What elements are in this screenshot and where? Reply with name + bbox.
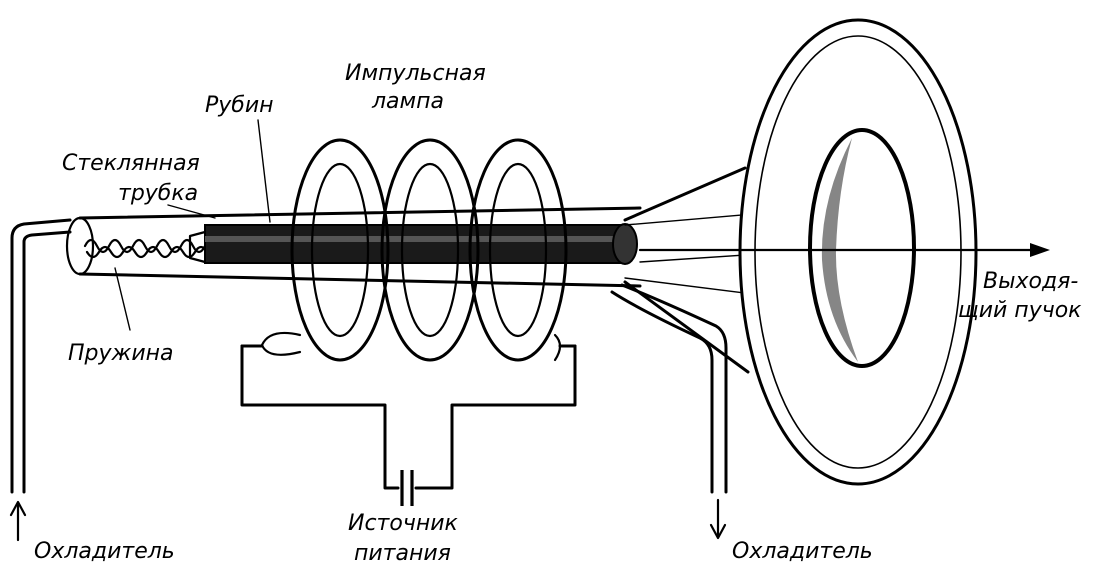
flash-lamp-coil-1 <box>290 138 390 362</box>
label-output-beam-line2: щий пучок <box>958 298 1082 323</box>
output-beam-arrow <box>638 243 1050 257</box>
left-coolant-pipe <box>9 218 72 542</box>
right-coolant-pipe <box>610 283 728 540</box>
label-ruby: Рубин <box>205 93 274 118</box>
lamp-base <box>240 344 577 506</box>
label-flash-lamp-line1: Импульсная <box>345 61 486 86</box>
flash-lamp-coil-2 <box>380 138 480 362</box>
label-spring: Пружина <box>68 341 174 366</box>
output-mirror-disc <box>738 18 978 486</box>
ruby-rod <box>188 223 638 265</box>
label-power-source-line2: питания <box>354 541 451 566</box>
leader-lines <box>114 119 271 331</box>
flash-lamp-coil-3 <box>468 138 568 362</box>
label-output-beam-line1: Выходя- <box>983 269 1078 294</box>
label-power-source-line1: Источник <box>348 511 459 536</box>
label-flash-lamp-line2: лампа <box>371 89 444 114</box>
label-coolant-right: Охладитель <box>732 539 873 564</box>
label-glass-tube-line2: трубка <box>118 181 198 206</box>
labels: Импульсная лампа Рубин Стеклянная трубка… <box>34 61 1082 566</box>
label-coolant-left: Охладитель <box>34 539 175 564</box>
glass-tube <box>65 206 642 288</box>
label-glass-tube-line1: Стеклянная <box>62 151 200 176</box>
